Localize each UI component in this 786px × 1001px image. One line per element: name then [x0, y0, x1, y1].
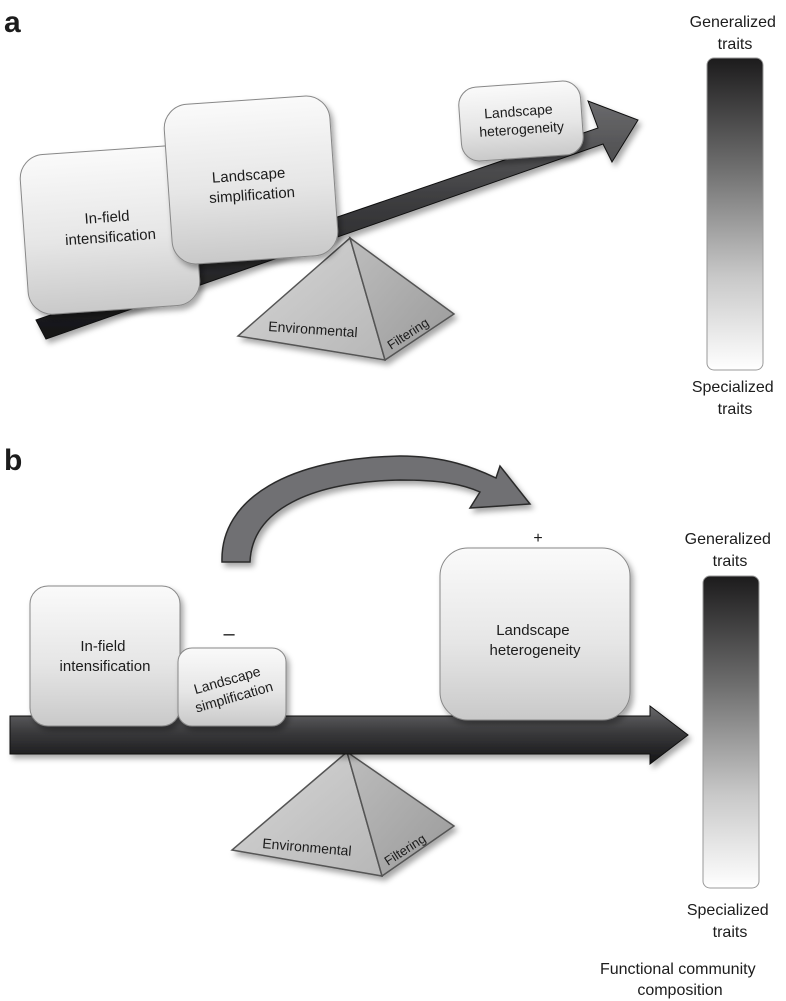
- panel-a-in-field-line1: In-field: [84, 208, 130, 228]
- panel-a-fulcrum-left-label: Environmental: [268, 318, 358, 340]
- panel-a-simplification-line1: Landscape: [211, 165, 285, 187]
- panel-b-caption: Functional community composition: [600, 961, 760, 999]
- panel-a-in-field-line2: intensification: [65, 226, 157, 249]
- svg-text:In-field intensificati: In-field intensification: [63, 206, 156, 249]
- panel-a-fulcrum: [236, 236, 456, 362]
- panel-b-trait-scale-bar: [702, 575, 760, 889]
- panel-b-in-field-line2: intensification: [60, 658, 151, 675]
- panel-a-simplification-line2: simplification: [209, 184, 296, 207]
- svg-text:Landscape heterogeneit: Landscape heterogeneity: [490, 622, 581, 659]
- panel-b-in-field-line1: In-field: [80, 638, 125, 655]
- panel-a-scale-bottom-label: Specialized traits: [692, 379, 778, 418]
- panel-b-block-simplification: Landscape simplification: [177, 647, 287, 727]
- panel-b-block-heterogeneity: Landscape heterogeneity: [439, 547, 631, 721]
- panel-b-label: b: [4, 444, 22, 477]
- panel-b-scale-top-label: Generalized traits: [685, 531, 776, 570]
- panel-a-block-in-field: In-field intensification: [19, 145, 201, 315]
- panel-b-heterogeneity-line1: Landscape: [496, 622, 569, 639]
- panel-a-heterogeneity-line1: Landscape: [484, 101, 554, 122]
- panel-a: a Environmental Filtering In-field inten…: [4, 6, 781, 418]
- panel-b-curved-arrow: [221, 455, 532, 563]
- panel-b-minus-sign: –: [223, 623, 235, 645]
- panel-a-heterogeneity-line2: heterogeneity: [479, 118, 565, 140]
- panel-a-label: a: [4, 6, 21, 39]
- panel-b-fulcrum: [230, 750, 456, 878]
- panel-b-scale-bottom-label: Specialized traits: [687, 902, 773, 941]
- svg-text:Landscape heterogeneit: Landscape heterogeneity: [477, 100, 564, 140]
- panel-a-scale-top-label: Generalized traits: [690, 14, 781, 53]
- svg-text:In-field intensificati: In-field intensification: [60, 638, 151, 675]
- panel-b-fulcrum-left-label: Environmental: [262, 835, 353, 859]
- panel-b-block-in-field: In-field intensification: [29, 585, 181, 727]
- panel-b: b Environmental Filtering In-field inten…: [4, 444, 776, 999]
- panel-a-block-heterogeneity: Landscape heterogeneity: [458, 80, 584, 162]
- panel-b-plus-sign: +: [533, 530, 542, 547]
- panel-a-block-simplification: Landscape simplification: [163, 95, 339, 265]
- panel-a-trait-scale-bar: [706, 57, 764, 371]
- panel-b-heterogeneity-line2: heterogeneity: [490, 642, 581, 659]
- svg-text:Landscape simplificati: Landscape simplification: [207, 164, 295, 207]
